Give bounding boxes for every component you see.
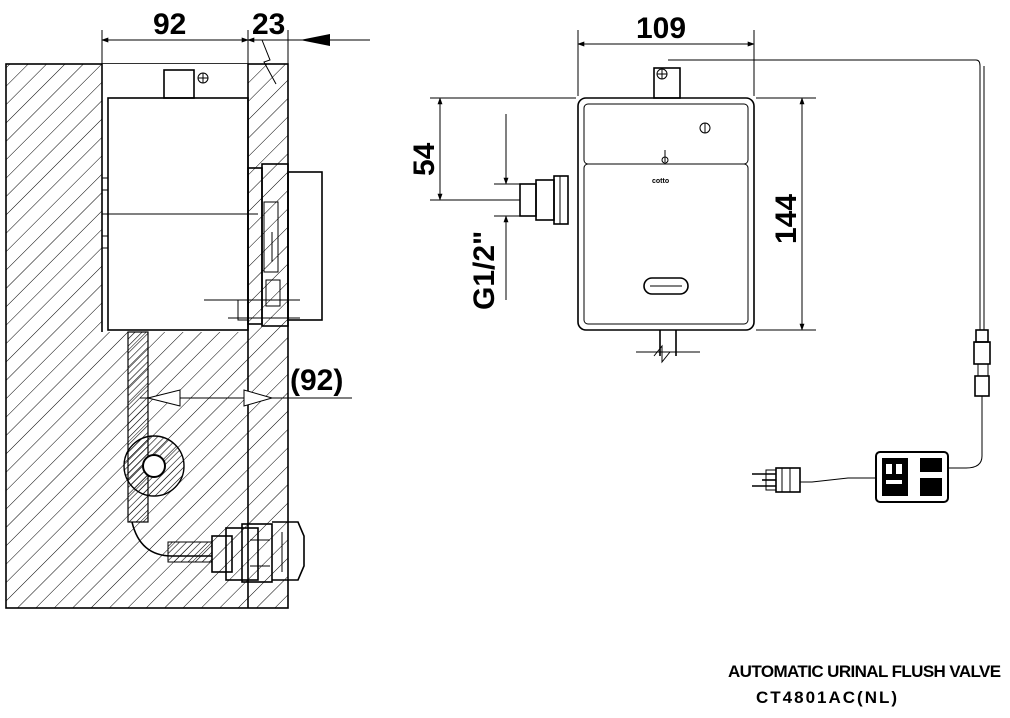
model-code: CT4801AC(NL) bbox=[756, 688, 900, 707]
dimension-width-front: 109 bbox=[577, 12, 755, 96]
dimension-thread: G1/2" bbox=[468, 114, 520, 310]
dim-height-label: 144 bbox=[770, 194, 803, 244]
dim-body-width-label: 92 bbox=[153, 8, 186, 41]
dim-inlet-offset-label: 54 bbox=[408, 142, 441, 176]
dim-pipe-offset-label: (92) bbox=[290, 364, 343, 397]
side-view: 92 23 (92) bbox=[5, 8, 370, 609]
drain-pipe bbox=[123, 331, 305, 583]
side-inlet bbox=[519, 175, 569, 225]
wall-section bbox=[5, 39, 289, 609]
valve-body-side bbox=[101, 69, 323, 331]
power-plug-icon bbox=[752, 467, 801, 493]
dimension-pipe-offset: (92) bbox=[140, 364, 352, 407]
front-view: cotto 109 144 bbox=[408, 12, 991, 503]
dimension-inlet-offset: 54 bbox=[408, 97, 576, 201]
top-inlet bbox=[653, 67, 681, 99]
dimension-top-side: 92 23 bbox=[101, 8, 370, 64]
valve-body-front bbox=[577, 97, 755, 331]
sensor-window bbox=[643, 277, 689, 295]
brand-mark: cotto bbox=[652, 178, 669, 185]
dimension-height-front: 144 bbox=[756, 97, 816, 331]
dim-width-label: 109 bbox=[636, 12, 686, 45]
power-cable bbox=[668, 59, 991, 469]
product-name: AUTOMATIC URINAL FLUSH VALVE bbox=[728, 662, 1001, 681]
dim-wall-thickness-label: 23 bbox=[252, 8, 285, 41]
power-adapter bbox=[800, 451, 949, 503]
front-cover-top bbox=[583, 103, 749, 165]
front-cover-bottom bbox=[583, 163, 749, 325]
thread-size-label: G1/2" bbox=[468, 231, 501, 310]
